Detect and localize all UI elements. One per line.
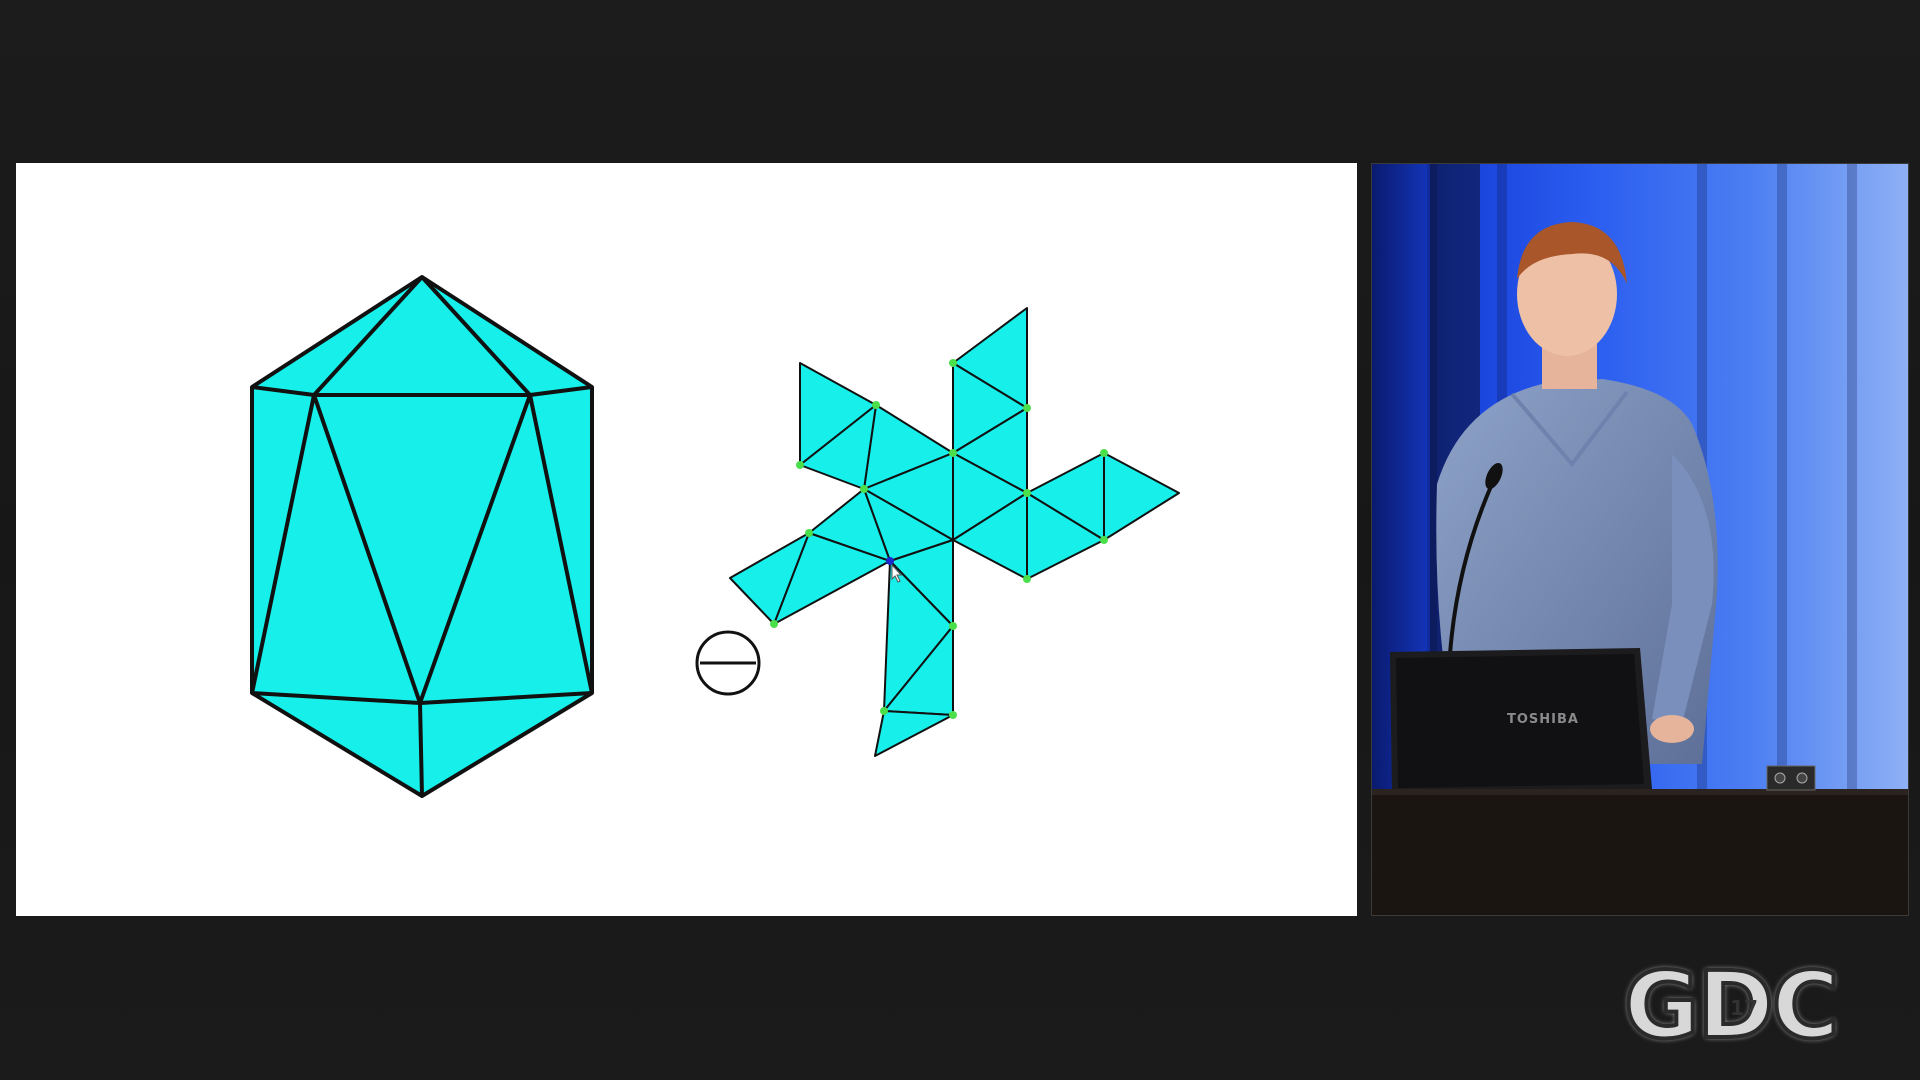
net-vertex-markers: [770, 359, 1108, 719]
gdc-logo-text: GDC: [1622, 952, 1841, 1059]
gdc-logo-year: 17: [1730, 996, 1758, 1020]
speaker-scene: [1372, 164, 1908, 915]
selected-vertex-marker[interactable]: [886, 557, 894, 565]
laptop-brand-label: TOSHIBA: [1507, 712, 1579, 727]
minus-circle-icon[interactable]: [695, 630, 761, 696]
desk-equipment: [1766, 765, 1816, 791]
laptop: [1390, 648, 1652, 794]
slide-canvas: [250, 275, 1180, 798]
podium: [1372, 789, 1908, 915]
polyhedron-net: [729, 307, 1180, 757]
speaker-video: TOSHIBA: [1371, 163, 1909, 916]
gdc-logo: GDC 17: [1618, 954, 1868, 1058]
cursor-icon: [891, 563, 903, 583]
polyhedron-3d: [250, 275, 594, 798]
presentation-slide: [16, 163, 1357, 916]
microphone: [1448, 462, 1503, 655]
